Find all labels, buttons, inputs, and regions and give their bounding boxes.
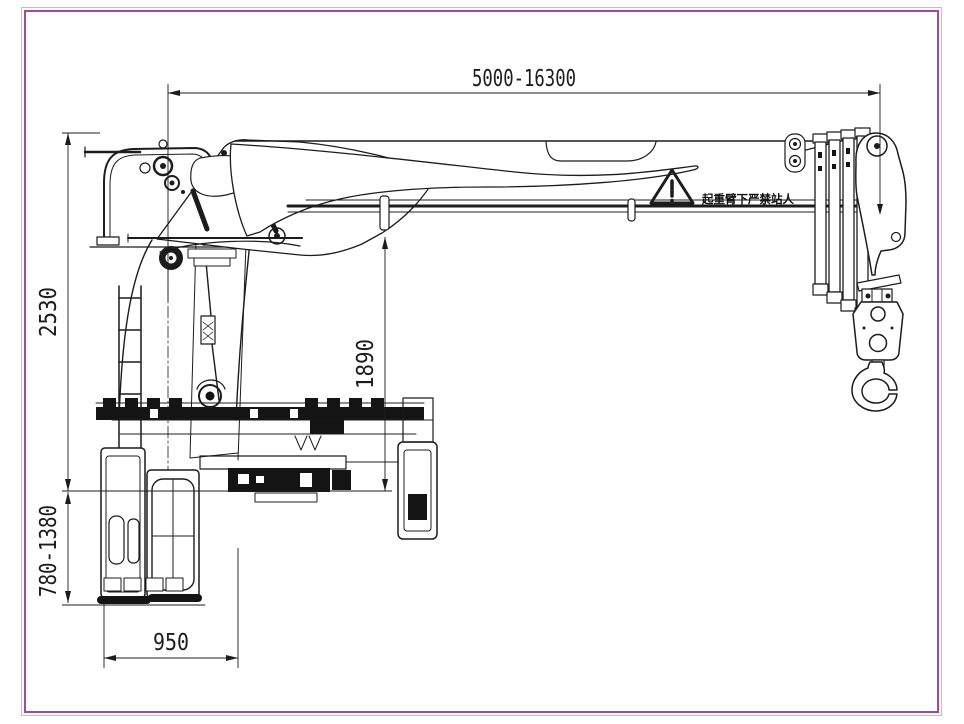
sheet-border <box>21 7 942 716</box>
lift-cylinder <box>190 188 210 232</box>
hook-block <box>851 274 904 412</box>
hook-icon <box>851 361 898 412</box>
telescopic-boom <box>229 140 874 237</box>
dim-label-overall-height: 2530 <box>36 287 62 337</box>
dim-boom-length: 5000-16300 <box>167 66 883 302</box>
dim-label-base-width: 950 <box>153 630 189 656</box>
boom-lug <box>379 195 390 231</box>
hook-drop-arrow <box>877 204 883 215</box>
warning-triangle-icon <box>649 168 695 205</box>
outrigger-foot-pad <box>97 596 151 604</box>
dim-support-height: 780-1380 <box>36 492 104 606</box>
warning-label: 起重臂下严禁站人 <box>701 192 794 206</box>
head-sheave <box>866 135 888 157</box>
dim-boom-underside-height: 1890 <box>353 237 388 491</box>
mounting-base <box>95 379 425 451</box>
slewing-gear <box>198 384 222 408</box>
dim-base-width: 950 <box>103 548 239 668</box>
outrigger-legs <box>94 397 438 606</box>
dim-label-support-height: 780-1380 <box>36 505 62 597</box>
dim-label-boom-length: 5000-16300 <box>472 66 576 92</box>
dim-label-boom-underside: 1890 <box>353 339 379 389</box>
warning-sign: 起重臂下严禁站人 <box>649 168 794 206</box>
dim-overall-height: 2530 <box>36 132 392 492</box>
